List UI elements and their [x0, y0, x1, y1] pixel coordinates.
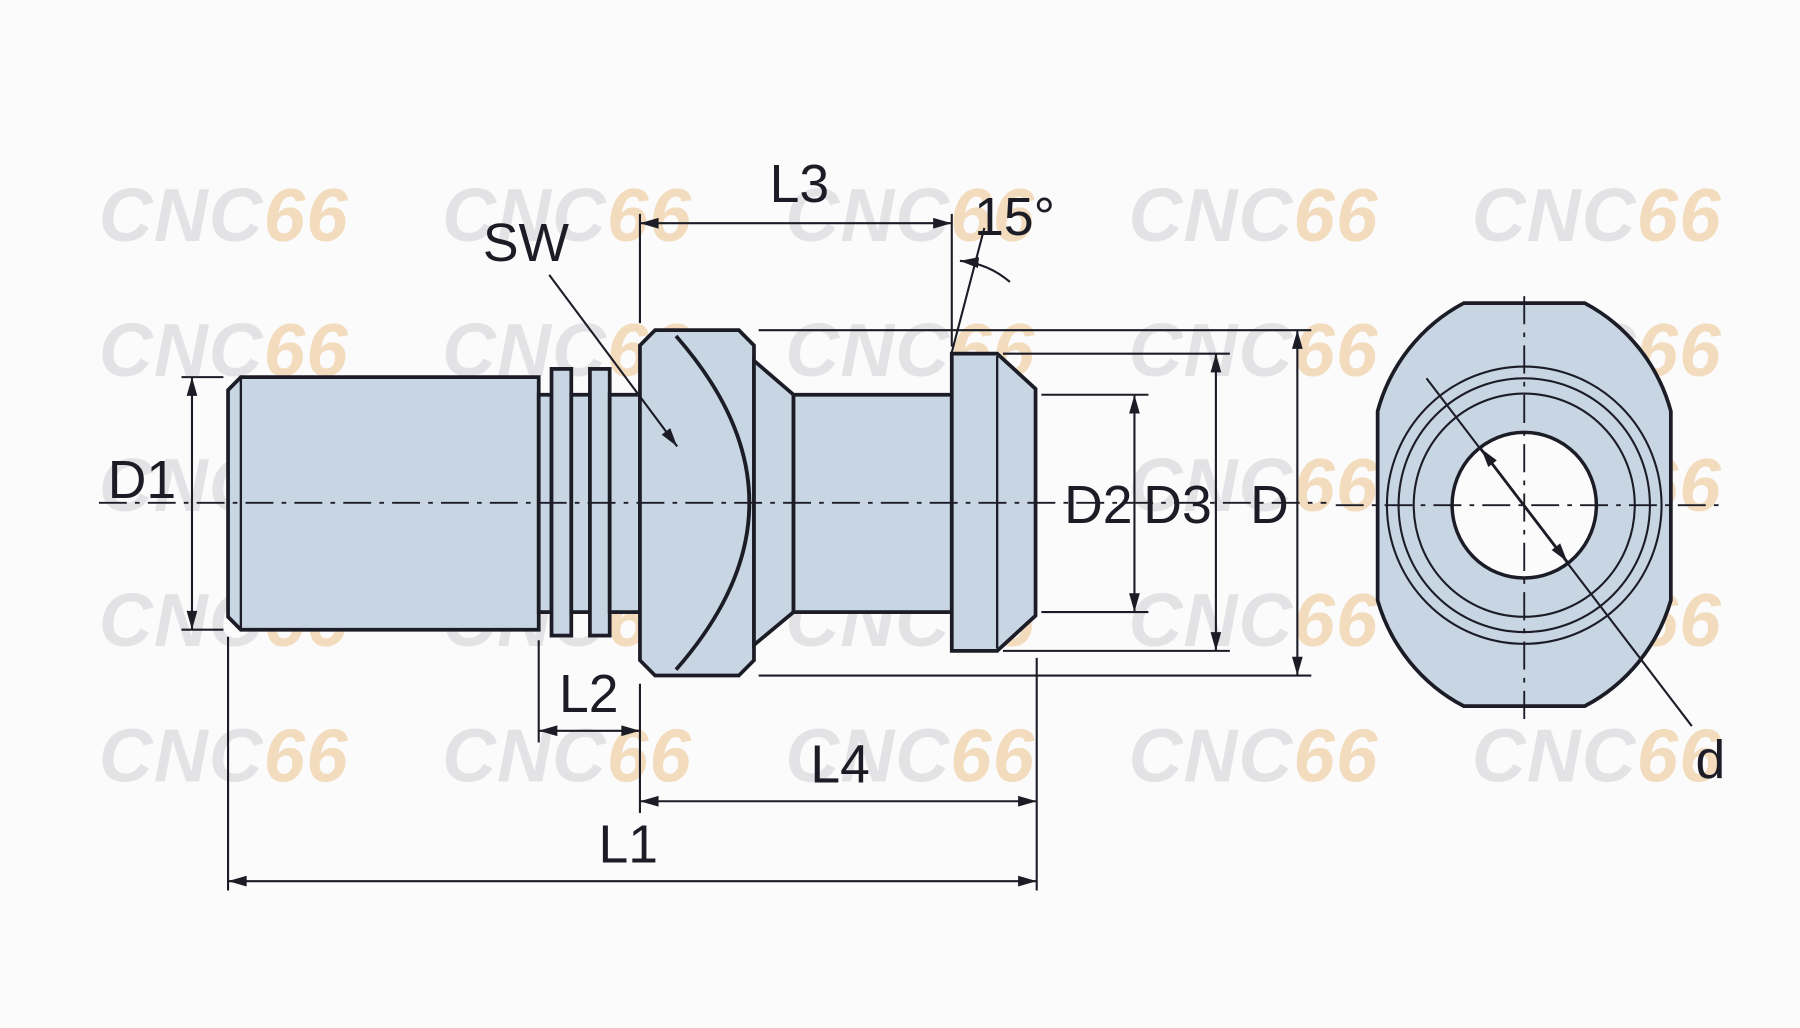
dim-label-d3: D3 — [1143, 475, 1211, 535]
dim-label-l1: L1 — [599, 814, 659, 874]
dim-label-l3: L3 — [770, 154, 830, 214]
angle-line-15 — [950, 227, 986, 353]
dim-label-d2: D2 — [1064, 475, 1132, 535]
watermark-text: CNC66 — [99, 713, 349, 797]
angle-arc-15 — [959, 257, 1011, 283]
dim-label-l2: L2 — [559, 664, 619, 724]
dim-label-d1: D1 — [108, 450, 176, 510]
watermark-text: CNC66 — [1129, 578, 1379, 662]
watermark-text: CNC66 — [1129, 443, 1379, 527]
dim-label-l4: L4 — [810, 734, 870, 794]
watermark-text: CNC66 — [442, 713, 692, 797]
dim-arrow-d-small-lower — [1523, 504, 1569, 563]
dim-label-d-major: D — [1250, 475, 1289, 535]
watermark-text: CNC66 — [442, 173, 692, 257]
dim-arrow-d-small-upper — [1480, 448, 1526, 506]
watermark-text: CNC66 — [1129, 713, 1379, 797]
dimensions: L3 15° SW D1 D2 D3 D L2 — [108, 154, 1726, 891]
watermark-text: CNC66 — [1472, 173, 1722, 257]
watermark-text: CNC66 — [785, 713, 1035, 797]
groove-2 — [569, 392, 592, 614]
watermark-text: CNC66 — [785, 308, 1035, 392]
dim-label-15deg: 15° — [974, 187, 1055, 247]
watermark-text: CNC66 — [785, 173, 1035, 257]
dim-label-d-small: d — [1696, 730, 1726, 790]
watermark-text: CNC66 — [1129, 173, 1379, 257]
watermark-text: CNC66 — [1129, 308, 1379, 392]
watermark-text: CNC66 — [99, 173, 349, 257]
dim-label-sw: SW — [483, 213, 569, 273]
side-view — [98, 328, 1327, 678]
leader-sw — [548, 274, 679, 448]
watermark-text: CNC66 — [1472, 713, 1722, 797]
